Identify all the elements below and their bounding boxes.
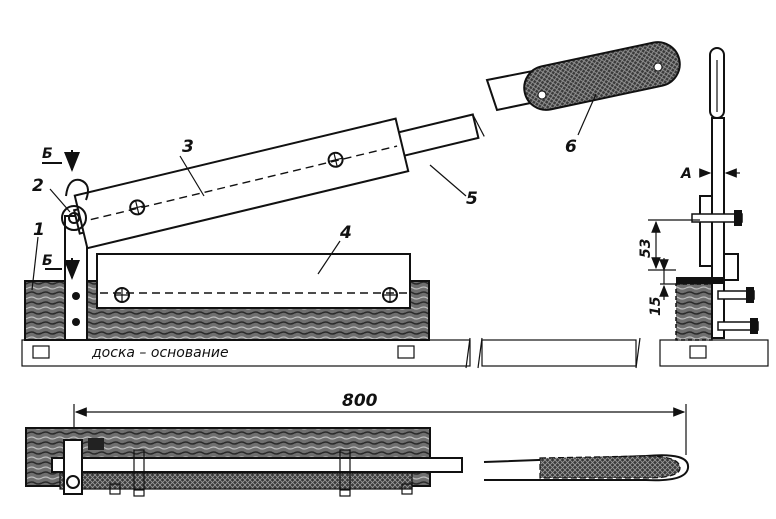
section-view: А 53 15 [481, 47, 769, 367]
dim-label-15: 15 [648, 296, 664, 316]
bolt-icon [114, 287, 130, 303]
leader-part-5 [429, 164, 467, 197]
part-label-6: 6 [565, 137, 577, 157]
section-mark-bottom [45, 258, 72, 278]
handle-grip [523, 41, 681, 111]
base-foot-right [397, 345, 415, 359]
dim-label-800: 800 [342, 391, 378, 411]
upper-blade [73, 117, 410, 250]
plan-pivot [63, 439, 83, 495]
bolt-icon [66, 475, 80, 489]
bolt-icon [717, 287, 755, 303]
plan-lever-break [483, 454, 690, 482]
bolt-icon [133, 449, 145, 497]
part-label-2: 2 [32, 176, 44, 196]
side-view: доска – основание [21, 113, 485, 367]
leader-part-3 [179, 155, 205, 197]
pivot-bolt [61, 205, 87, 231]
section-label-bottom: Б [42, 253, 53, 269]
base-board [21, 339, 471, 367]
section-wood [675, 283, 713, 341]
plan-grip [539, 455, 681, 479]
lower-blade [96, 253, 411, 309]
post-bolt [72, 318, 80, 326]
grip-rivet [653, 62, 663, 72]
bolt-icon [129, 199, 146, 216]
plan-blade [51, 457, 463, 473]
leader-part-2 [49, 188, 71, 213]
leader-part-4 [317, 240, 341, 275]
part-label-1: 1 [33, 220, 45, 240]
dim-label-a: А [680, 166, 692, 182]
bolt-icon [691, 210, 743, 226]
section-mark-top [42, 150, 72, 170]
bolt-icon [339, 449, 351, 497]
section-label-top: Б [42, 146, 53, 162]
upper-blade-centerline [90, 145, 398, 221]
grip-rivet [537, 90, 547, 100]
post-bolt [72, 292, 80, 300]
leader-part-6 [577, 93, 597, 136]
bolt-icon [327, 151, 344, 168]
base-foot-left [32, 345, 50, 359]
part-label-4: 4 [339, 223, 352, 243]
part-label-5: 5 [466, 189, 478, 209]
dim-label-53: 53 [638, 239, 654, 258]
plan-view: 800 [25, 391, 690, 497]
base-board-caption: доска – основание [91, 345, 229, 361]
part-label-3: 3 [182, 137, 194, 157]
bolt-icon [109, 483, 121, 495]
upper-knife-assembly [72, 113, 485, 250]
bolt-icon [401, 483, 413, 495]
handle-detail: 6 [485, 41, 681, 157]
bolt-icon [382, 287, 398, 303]
section-blade [711, 117, 725, 339]
section-base-right [659, 339, 769, 367]
break-lines [465, 337, 641, 369]
section-base [481, 339, 637, 367]
bolt-icon [717, 318, 759, 334]
leader-part-1 [31, 236, 39, 291]
